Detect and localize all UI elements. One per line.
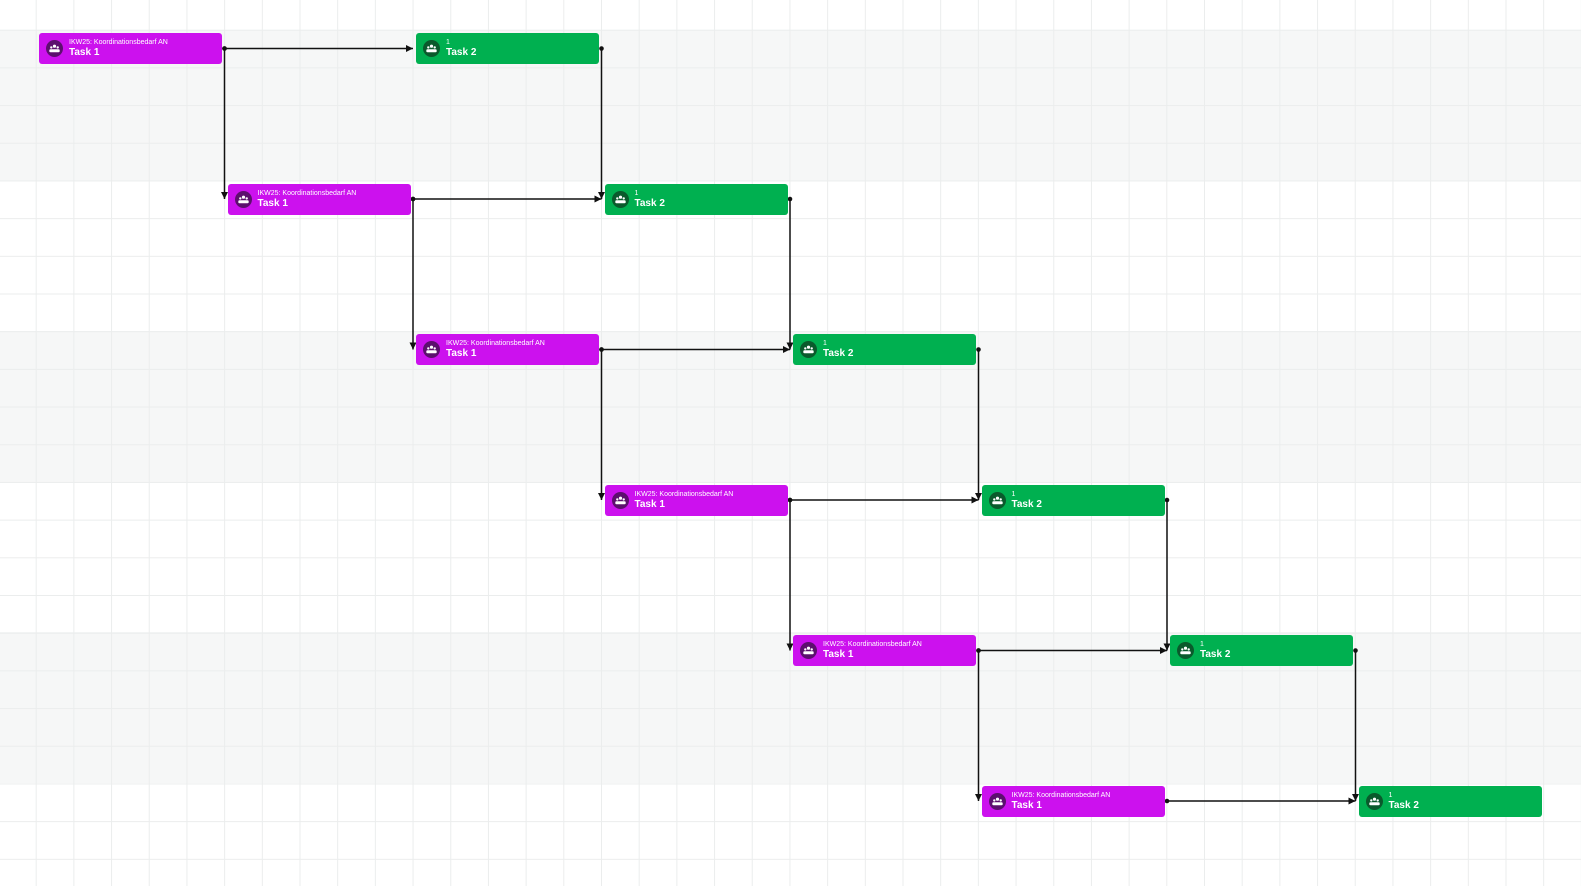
- task-name: Task 1: [823, 649, 854, 660]
- group-icon: [988, 491, 1006, 509]
- task-subtitle: 1: [823, 340, 827, 347]
- link-arrowhead: [598, 493, 605, 500]
- task-subtitle: 1: [1388, 791, 1393, 799]
- task-subtitle: 1: [1200, 641, 1204, 648]
- link-start-dot: [976, 347, 981, 352]
- link-arrowhead: [1160, 647, 1167, 654]
- task-name: Task 2: [446, 47, 477, 58]
- link-arrowhead: [783, 346, 790, 353]
- link-arrowhead: [971, 496, 979, 504]
- task-name: Task 1: [69, 47, 100, 58]
- task-name: Task 2: [634, 197, 665, 209]
- task-subtitle: IKW25: Koordinationsbedarf AN: [446, 340, 545, 347]
- task-name: Task 2: [1011, 498, 1042, 510]
- link-start-dot: [410, 196, 416, 202]
- link-arrowhead: [975, 794, 982, 801]
- task-subtitle: 1: [446, 39, 450, 46]
- group-icon: [1365, 792, 1383, 810]
- link-arrowhead: [1352, 794, 1359, 801]
- link-start-dot: [787, 196, 793, 202]
- link-start-dot: [222, 46, 227, 51]
- group-icon: [800, 341, 817, 358]
- task-subtitle: 1: [1011, 490, 1016, 498]
- link-arrowhead: [221, 192, 228, 199]
- link-arrowhead: [409, 342, 417, 350]
- group-icon: [423, 341, 440, 358]
- link-start-dot: [976, 648, 981, 653]
- group-icon: [988, 792, 1006, 810]
- link-arrowhead: [594, 195, 602, 203]
- task-name: Task 1: [634, 498, 665, 510]
- link-arrowhead: [786, 643, 794, 651]
- group-icon: [1177, 642, 1194, 659]
- task-subtitle: IKW25: Koordinationsbedarf AN: [1011, 791, 1111, 799]
- link-start-dot: [1353, 648, 1358, 653]
- link-arrowhead: [406, 45, 413, 52]
- task-name: Task 1: [1011, 799, 1042, 811]
- link-start-dot: [599, 347, 604, 352]
- task-subtitle: IKW25: Koordinationsbedarf AN: [823, 641, 922, 648]
- task-name: Task 2: [823, 348, 854, 359]
- group-icon: [611, 491, 629, 509]
- link-arrowhead: [786, 342, 794, 350]
- task-subtitle: IKW25: Koordinationsbedarf AN: [257, 189, 357, 197]
- group-icon: [611, 190, 629, 208]
- link-arrowhead: [975, 493, 982, 500]
- task-subtitle: 1: [634, 189, 639, 197]
- link-arrowhead: [1348, 797, 1356, 805]
- task-name: Task 1: [446, 348, 477, 359]
- group-icon: [423, 40, 440, 57]
- task-subtitle: IKW25: Koordinationsbedarf AN: [634, 490, 734, 498]
- group-icon: [800, 642, 817, 659]
- task-name: Task 2: [1388, 799, 1419, 811]
- link-arrowhead: [598, 192, 605, 199]
- task-subtitle: IKW25: Koordinationsbedarf AN: [69, 39, 168, 46]
- link-arrowhead: [1163, 643, 1171, 651]
- group-icon: [234, 190, 252, 208]
- group-icon: [46, 40, 63, 57]
- link-start-dot: [1164, 798, 1170, 804]
- link-start-dot: [1164, 497, 1170, 503]
- link-start-dot: [787, 497, 793, 503]
- task-name: Task 2: [1200, 649, 1231, 660]
- task-name: Task 1: [257, 197, 288, 209]
- link-start-dot: [599, 46, 604, 51]
